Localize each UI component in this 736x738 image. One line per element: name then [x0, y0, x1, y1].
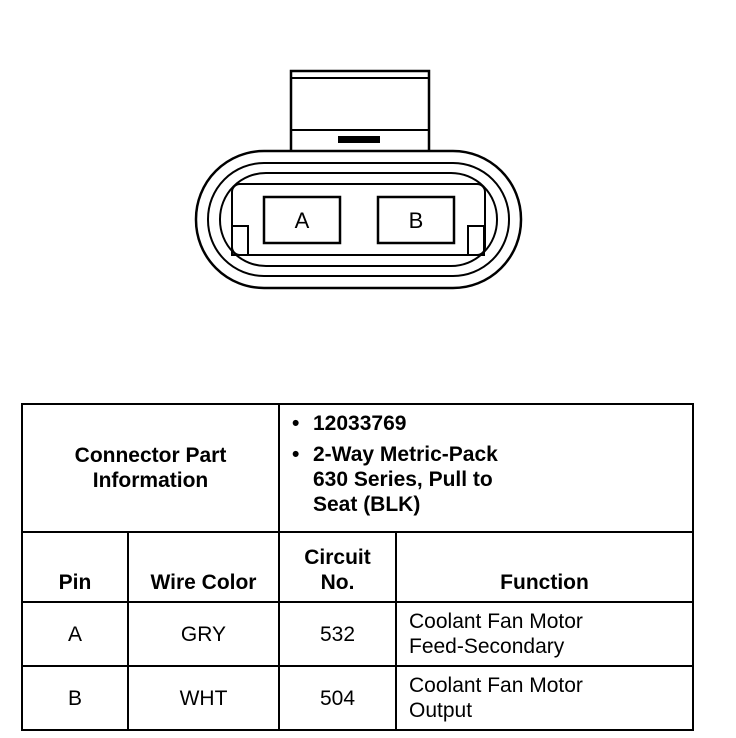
connector-lock-tab [289, 69, 431, 151]
pin-label-a: A [295, 208, 310, 233]
pin-cell: A [21, 601, 129, 667]
connector-face [231, 183, 486, 256]
pin-cavity-b [376, 195, 456, 245]
connector-info-table: Connector Part Information 12033769 2-Wa… [21, 403, 695, 731]
circuit-cell: 504 [278, 665, 397, 731]
part-info-row: Connector Part Information 12033769 2-Wa… [21, 403, 695, 533]
wire-color-cell: WHT [127, 665, 280, 731]
table-row: B WHT 504 Coolant Fan Motor Output [21, 665, 695, 731]
connector-body-inner [219, 172, 498, 267]
connector-body-middle [207, 162, 510, 277]
header-circuit: Circuit No. [278, 531, 397, 603]
header-wire-color: Wire Color [127, 531, 280, 603]
circuit-cell: 532 [278, 601, 397, 667]
pin-cell: B [21, 665, 129, 731]
connector-key-left [231, 225, 249, 256]
connector-part-info-values: 12033769 2-Way Metric-Pack 630 Series, P… [277, 403, 695, 533]
connector-key-right [467, 225, 485, 256]
part-number: 12033769 [292, 411, 692, 436]
pin-label-b: B [409, 208, 424, 233]
connector-type: 2-Way Metric-Pack 630 Series, Pull to Se… [292, 442, 692, 517]
header-function: Function [394, 531, 695, 603]
connector-diagram: A B [194, 69, 523, 290]
table-row: A GRY 532 Coolant Fan Motor Feed-Seconda… [21, 601, 695, 667]
pin-cavity-a [262, 195, 342, 245]
connector-part-info-label: Connector Part Information [21, 403, 280, 533]
wire-color-cell: GRY [127, 601, 280, 667]
connector-body-outer [194, 149, 523, 290]
function-cell: Coolant Fan Motor Output [394, 665, 695, 731]
function-cell: Coolant Fan Motor Feed-Secondary [394, 601, 695, 667]
header-row: Pin Wire Color Circuit No. Function [21, 531, 695, 603]
header-pin: Pin [21, 531, 129, 603]
